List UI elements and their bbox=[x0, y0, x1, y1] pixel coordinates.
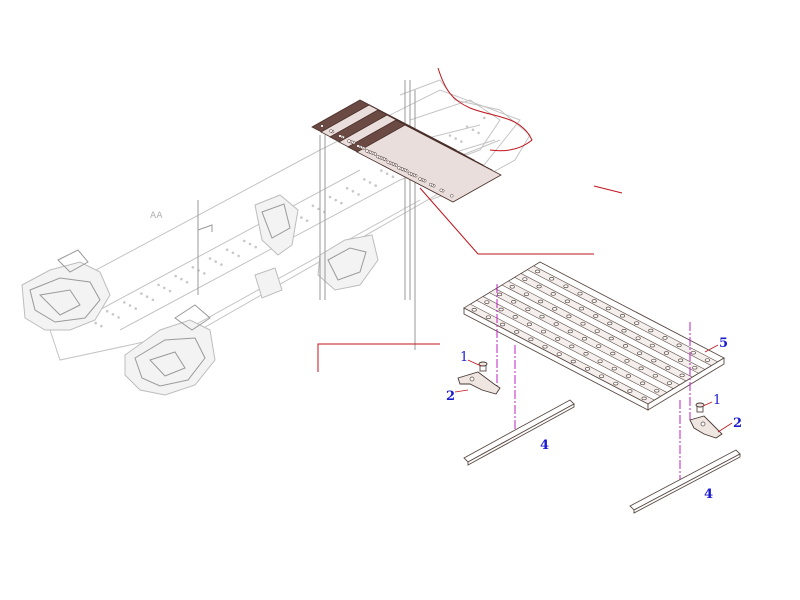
bracket-icon bbox=[689, 415, 723, 439]
strip-part-4-left bbox=[463, 399, 575, 466]
callout-4-right: 4 bbox=[704, 487, 713, 502]
callout-5: 5 bbox=[719, 336, 728, 351]
callout-1-left: 1 bbox=[460, 350, 468, 365]
callout-1-right: 1 bbox=[713, 393, 721, 408]
strip-part-4-right bbox=[629, 449, 741, 514]
callout-leaders bbox=[454, 344, 733, 433]
bolt-icon bbox=[478, 361, 488, 372]
bolt-icon bbox=[695, 402, 705, 413]
ghost-crossmember-plates bbox=[311, 99, 502, 203]
callout-2-right: 2 bbox=[733, 416, 742, 431]
assembly-center-lines bbox=[496, 284, 691, 485]
cab-outline-highlight bbox=[437, 67, 533, 152]
leader-lines bbox=[317, 185, 623, 372]
floor-plate-part-5 bbox=[463, 261, 725, 411]
svg-text:AA: AA bbox=[150, 211, 163, 221]
ghost-chassis-frame: AA bbox=[21, 79, 531, 396]
callout-4-left: 4 bbox=[540, 438, 549, 453]
bracket-icon bbox=[457, 371, 501, 395]
callout-2-left: 2 bbox=[446, 389, 455, 404]
